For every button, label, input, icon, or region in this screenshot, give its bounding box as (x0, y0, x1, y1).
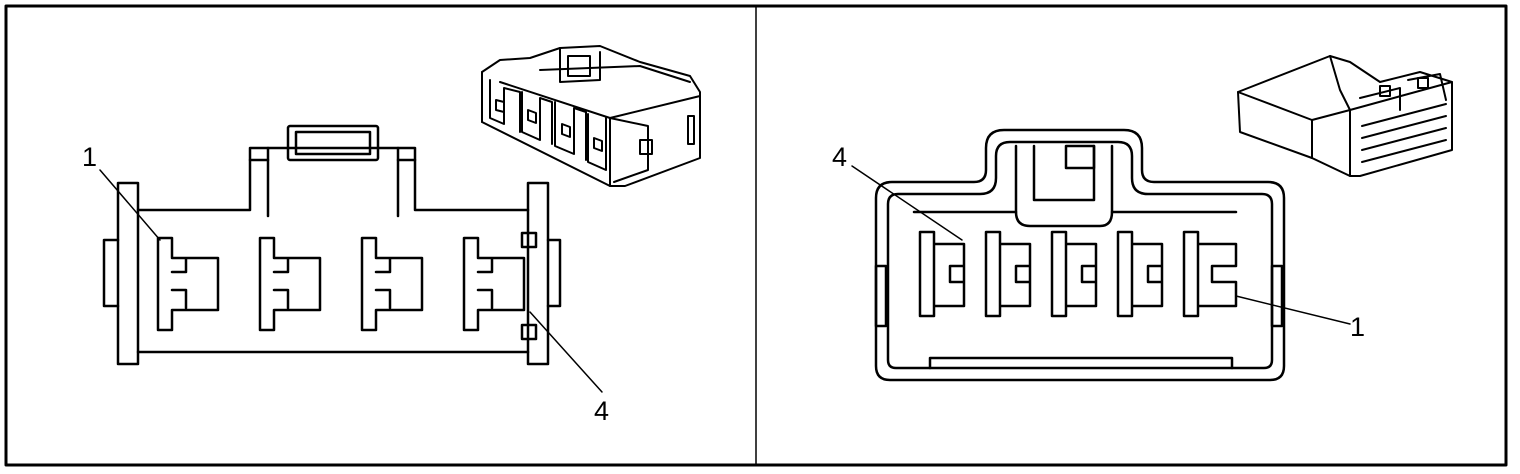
right-connector-face (874, 128, 1286, 382)
right-panel: 4 1 (832, 55, 1453, 382)
left-connector-face (102, 124, 562, 366)
left-pin-1-label: 1 (82, 142, 97, 172)
left-cavity-2 (258, 236, 322, 332)
left-cavity-3 (360, 236, 424, 332)
figure-frame (4, 4, 1508, 467)
left-pin-4-label: 4 (594, 396, 609, 426)
left-leader-pin-4 (529, 311, 603, 393)
right-leader-pin-1 (1235, 295, 1351, 325)
left-cavity-4 (462, 236, 526, 332)
right-cavity-row (918, 230, 1238, 318)
left-panel: 1 4 (82, 45, 701, 426)
right-pin-1-label: 1 (1350, 312, 1365, 342)
right-connector-3d-thumbnail (1237, 55, 1453, 177)
left-cavity-1 (156, 236, 220, 332)
right-leader-pin-4 (851, 165, 963, 241)
left-connector-3d-thumbnail (481, 45, 701, 187)
right-pin-4-label: 4 (832, 142, 847, 172)
left-leader-pin-1 (99, 169, 161, 241)
